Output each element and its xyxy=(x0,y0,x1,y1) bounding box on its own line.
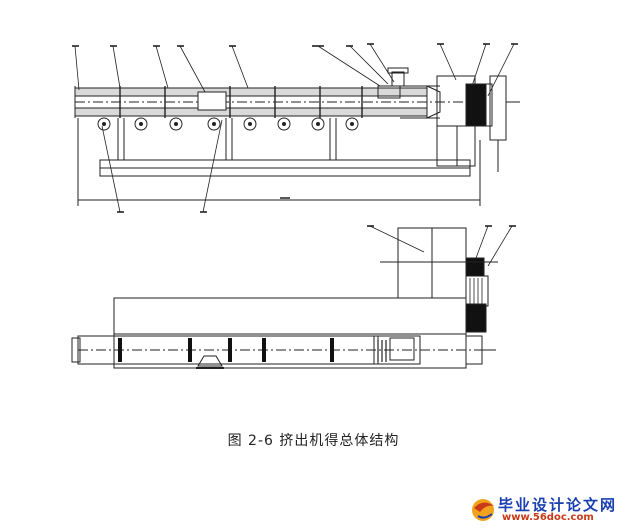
site-logo-icon xyxy=(472,499,494,521)
site-watermark-url: www.56doc.com xyxy=(502,512,594,523)
site-watermark-title: 毕业设计论文网 xyxy=(498,496,618,514)
front-view xyxy=(72,43,520,213)
figure-caption: 图 2-6 挤出机得总体结构 xyxy=(227,433,400,449)
plan-view xyxy=(71,225,516,369)
site-watermark: 毕业设计论文网 www.56doc.com xyxy=(468,492,624,526)
